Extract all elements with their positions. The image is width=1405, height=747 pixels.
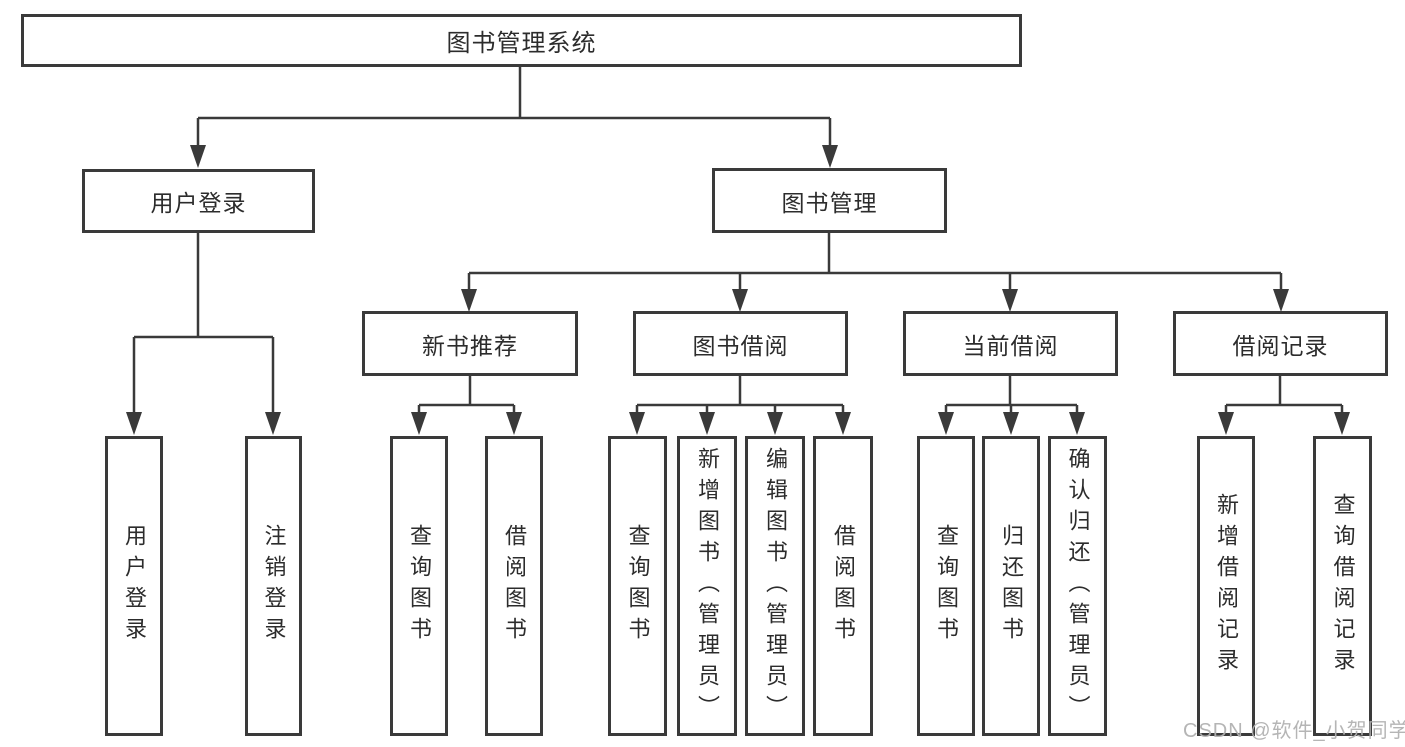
leaf-borrowing-edit-books-admin: 编辑图书（管理员） <box>745 436 805 736</box>
node-label: 归还图书 <box>999 524 1024 648</box>
leaf-current-query-books: 查询图书 <box>917 436 975 736</box>
node-label: 注销登录 <box>261 524 287 648</box>
leaf-records-add-record: 新增借阅记录 <box>1197 436 1255 736</box>
node-label: 新书推荐 <box>422 332 518 359</box>
node-label: 查询图书 <box>625 524 651 648</box>
node-label: 借阅图书 <box>502 524 527 648</box>
leaf-records-query-record: 查询借阅记录 <box>1313 436 1372 736</box>
leaf-user-login: 用户登录 <box>105 436 163 736</box>
leaf-logout: 注销登录 <box>245 436 302 736</box>
node-label: 图书管理 <box>781 189 878 216</box>
node-label: 用户登录 <box>150 190 247 216</box>
node-label: 查询图书 <box>934 524 959 648</box>
node-label: 编辑图书（管理员） <box>763 446 788 726</box>
node-new-book-recommendation: 新书推荐 <box>362 311 578 376</box>
node-label: 新增借阅记录 <box>1214 493 1239 679</box>
node-current-borrowing: 当前借阅 <box>903 311 1118 376</box>
csdn-watermark: CSDN @软件_小贺同学 <box>1183 720 1405 742</box>
leaf-current-confirm-return-admin: 确认归还（管理员） <box>1048 436 1107 736</box>
node-book-borrowing: 图书借阅 <box>633 311 848 376</box>
node-label: 借阅记录 <box>1232 332 1329 359</box>
node-label: 查询借阅记录 <box>1330 493 1356 679</box>
leaf-borrowing-add-books-admin: 新增图书（管理员） <box>677 436 737 736</box>
arrowhead-icons <box>126 145 1350 435</box>
node-borrowing-records: 借阅记录 <box>1173 311 1388 376</box>
node-label: 当前借阅 <box>962 332 1059 359</box>
leaf-borrowing-borrow-books: 借阅图书 <box>813 436 873 736</box>
node-label: 用户登录 <box>122 524 147 648</box>
leaf-borrowing-query-books: 查询图书 <box>608 436 667 736</box>
node-user-login: 用户登录 <box>82 169 315 233</box>
node-label: 图书借阅 <box>692 332 789 359</box>
node-label: 查询图书 <box>407 524 432 648</box>
node-book-management: 图书管理 <box>712 168 947 233</box>
node-label: 确认归还（管理员） <box>1065 446 1091 726</box>
node-label: 借阅图书 <box>831 524 856 648</box>
node-label: 新增图书（管理员） <box>695 446 720 726</box>
connector-lines <box>132 67 1344 413</box>
leaf-recommend-query-books: 查询图书 <box>390 436 448 736</box>
leaf-current-return-books: 归还图书 <box>982 436 1040 736</box>
node-library-management-system: 图书管理系统 <box>21 14 1022 67</box>
leaf-recommend-borrow-books: 借阅图书 <box>485 436 543 736</box>
node-label: 图书管理系统 <box>446 30 597 57</box>
